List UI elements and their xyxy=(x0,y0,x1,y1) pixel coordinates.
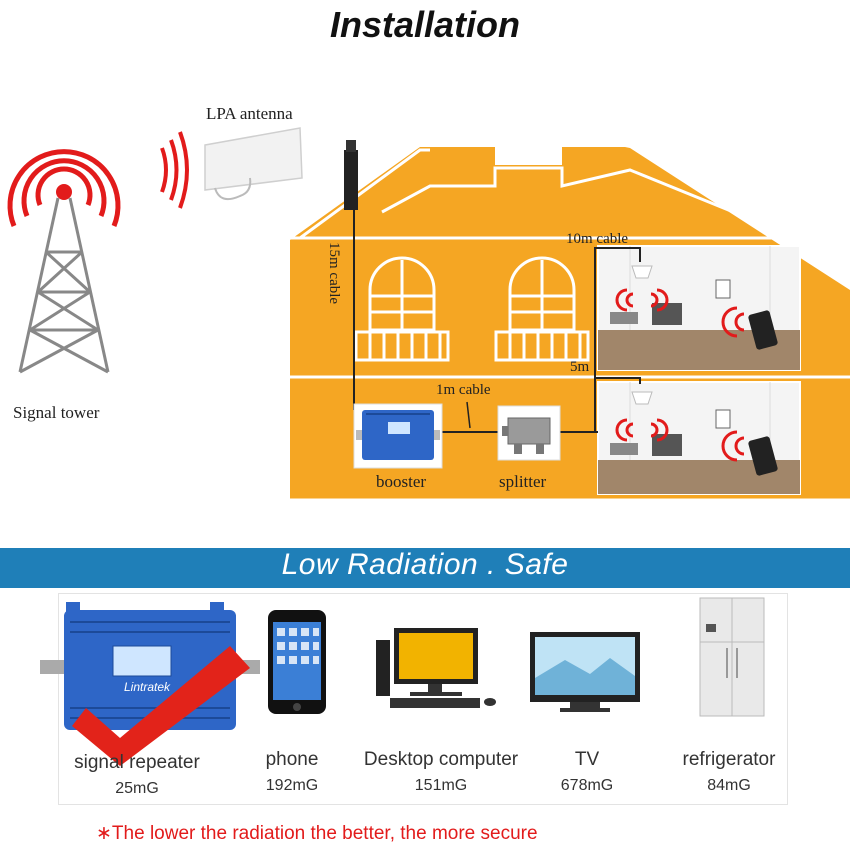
footnote-text: The lower the radiation the better, the … xyxy=(111,823,538,844)
footnote: ∗The lower the radiation the better, the… xyxy=(96,822,538,845)
window-left xyxy=(354,256,450,362)
booster-label: booster xyxy=(376,472,426,491)
banner-title: Low Radiation . Safe xyxy=(281,548,569,581)
room-upper xyxy=(597,245,801,371)
product-name: phone xyxy=(265,749,319,770)
product-name: refrigerator xyxy=(682,749,776,770)
phone-icon xyxy=(748,310,778,350)
asterisk-icon: ∗ xyxy=(96,823,112,844)
lpa-antenna-icon xyxy=(204,127,303,201)
cable-15m-label: 15m cable xyxy=(326,242,342,304)
room-signal-waves xyxy=(615,288,745,462)
page-title: Installation xyxy=(329,4,521,45)
booster-device xyxy=(353,403,443,469)
cables xyxy=(353,200,641,433)
repeater-brand: Lintratek xyxy=(124,680,171,694)
product-name: TV xyxy=(574,749,600,770)
window-right xyxy=(494,256,590,362)
banner-bar xyxy=(0,548,850,588)
cable-1m-label: 1m cable xyxy=(436,382,491,398)
product-name: signal repeater xyxy=(74,752,200,773)
splitter-label: splitter xyxy=(499,472,547,491)
product-value: 192mG xyxy=(265,777,319,794)
installation-diagram: LPA antenna Signal tower 15m cable 10m c… xyxy=(7,104,850,502)
cable-5m-label: 5m xyxy=(570,359,590,375)
antenna-signal-waves xyxy=(160,131,189,209)
room-lower xyxy=(597,381,801,495)
cable-pointer xyxy=(466,401,471,429)
product-value: 678mG xyxy=(560,777,614,794)
product-value: 84mG xyxy=(707,777,751,794)
splitter-device xyxy=(497,405,561,461)
signal-tower-icon xyxy=(7,149,121,374)
phone-icon xyxy=(268,610,326,714)
checkmark-icon xyxy=(72,646,250,766)
product-value: 151mG xyxy=(414,777,468,794)
phone-icon xyxy=(748,436,778,476)
signal-repeater-icon: Lintratek xyxy=(40,602,260,766)
product-value: 25mG xyxy=(115,780,159,797)
product-name: Desktop computer xyxy=(363,749,519,770)
products-illustrations: Lintratek xyxy=(40,597,765,766)
tv-icon xyxy=(530,632,640,712)
antenna-pole xyxy=(344,140,358,210)
refrigerator-icon xyxy=(699,597,765,717)
lpa-antenna-label: LPA antenna xyxy=(206,104,293,123)
signal-tower-label: Signal tower xyxy=(13,403,100,422)
cable-10m-label: 10m cable xyxy=(566,231,628,247)
desktop-computer-icon xyxy=(376,628,496,708)
